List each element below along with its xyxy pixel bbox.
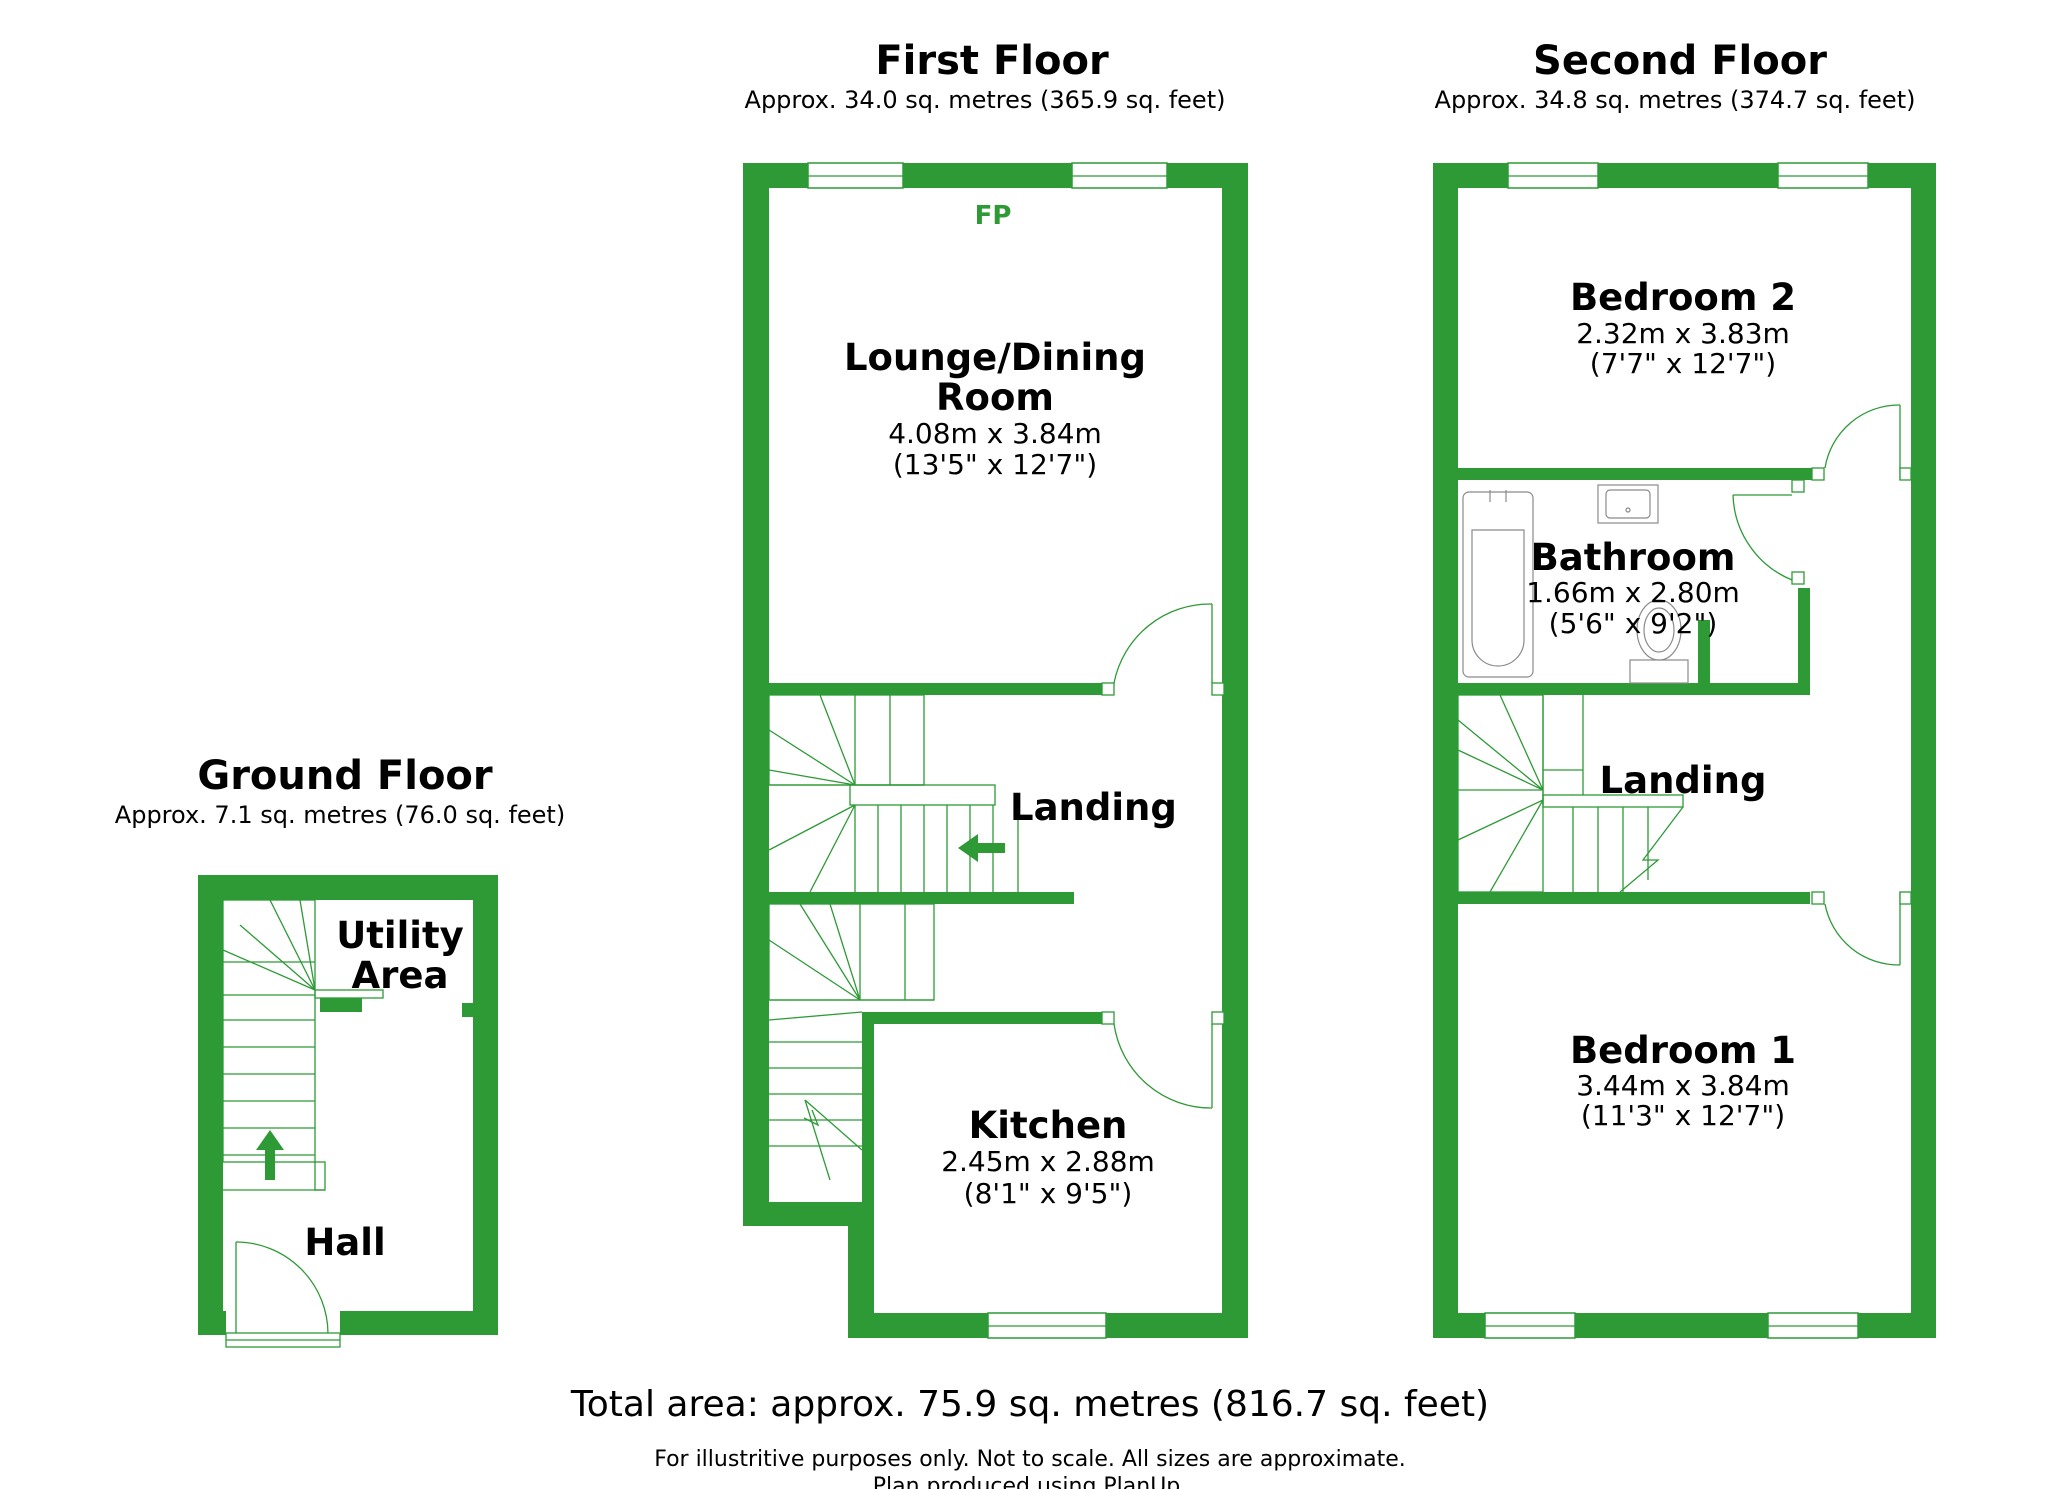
wall — [198, 875, 223, 1335]
disclaimer: For illustritive purposes only. Not to s… — [654, 1447, 1406, 1472]
wall — [462, 1003, 473, 1017]
wall — [862, 1012, 1102, 1024]
lounge-dining-label-line2: Room — [936, 376, 1054, 419]
kitchen-dim-imperial: (8'1" x 9'5") — [964, 1177, 1133, 1210]
kitchen-dim-metric: 2.45m x 2.88m — [941, 1145, 1155, 1178]
wall — [340, 1311, 498, 1335]
wall — [198, 1311, 226, 1335]
fireplace-label: FP — [975, 201, 1012, 231]
hall-label: Hall — [304, 1221, 385, 1264]
wall — [743, 163, 769, 1226]
ground-floor: Ground Floor Approx. 7.1 sq. metres (76.… — [115, 753, 565, 1348]
first-walls — [743, 163, 1248, 1338]
stairs-direction-arrow-icon — [958, 834, 1005, 862]
wall — [769, 892, 1074, 904]
plan-credit: Plan produced using PlanUp. — [873, 1474, 1188, 1489]
bathroom-dim-imperial: (5'6" x 9'2") — [1549, 607, 1718, 640]
first-floor-area: Approx. 34.0 sq. metres (365.9 sq. feet) — [745, 86, 1226, 114]
wall — [198, 875, 498, 900]
wall — [1798, 588, 1810, 695]
second-floor-title: Second Floor — [1533, 38, 1827, 84]
ground-floor-title: Ground Floor — [197, 753, 493, 799]
kitchen-label: Kitchen — [969, 1104, 1128, 1147]
bedroom-1-dim-imperial: (11'3" x 12'7") — [1581, 1099, 1785, 1132]
toilet — [1629, 659, 1689, 684]
bedroom-2-dim-imperial: (7'7" x 12'7") — [1590, 347, 1776, 380]
lounge-dining-label-line1: Lounge/Dining — [844, 336, 1146, 379]
first-floor-title: First Floor — [875, 38, 1109, 84]
first-landing-label: Landing — [1010, 786, 1177, 829]
bathroom-dim-metric: 1.66m x 2.80m — [1526, 576, 1740, 609]
wall — [1458, 468, 1812, 480]
bathroom-fixtures — [1462, 484, 1689, 684]
second-floor-area: Approx. 34.8 sq. metres (374.7 sq. feet) — [1435, 86, 1916, 114]
second-staircase — [1457, 694, 1684, 893]
second-windows — [1484, 162, 1869, 1339]
bedroom-1-label: Bedroom 1 — [1570, 1029, 1796, 1072]
second-landing-label: Landing — [1600, 759, 1767, 802]
lounge-dining-dim-imperial: (13'5" x 12'7") — [893, 448, 1097, 481]
total-area: Total area: approx. 75.9 sq. metres (816… — [570, 1384, 1489, 1425]
ground-staircase — [222, 899, 384, 1191]
wall — [1433, 163, 1458, 1338]
stairs-up-arrow-icon — [256, 1130, 284, 1180]
first-staircase — [768, 694, 1019, 1181]
lounge-dining-dim-metric: 4.08m x 3.84m — [888, 417, 1102, 450]
bathroom-label: Bathroom — [1531, 536, 1736, 579]
wall — [320, 998, 362, 1012]
second-floor: Second Floor Approx. 34.8 sq. metres (37… — [1433, 38, 1936, 1339]
utility-area-label-line1: Utility — [336, 914, 464, 957]
wall — [1458, 892, 1810, 904]
ground-walls — [198, 875, 498, 1335]
utility-area-label-line2: Area — [352, 954, 449, 997]
bedroom-2-label: Bedroom 2 — [1570, 276, 1796, 319]
wall — [769, 683, 1102, 695]
ground-entrance-door — [225, 1241, 341, 1348]
first-windows — [807, 162, 1168, 1339]
wall — [1458, 683, 1810, 695]
ground-floor-area: Approx. 7.1 sq. metres (76.0 sq. feet) — [115, 801, 565, 829]
wall — [1911, 163, 1936, 1338]
wall — [473, 875, 498, 1335]
first-floor: First Floor Approx. 34.0 sq. metres (365… — [743, 38, 1248, 1339]
wall — [862, 1012, 874, 1202]
wall — [743, 1202, 851, 1226]
second-doors — [1732, 404, 1912, 966]
wall — [1222, 163, 1248, 1338]
bedroom-2-dim-metric: 2.32m x 3.83m — [1576, 317, 1790, 350]
wall — [1698, 620, 1710, 695]
footer: Total area: approx. 75.9 sq. metres (816… — [570, 1384, 1489, 1489]
first-doors — [1101, 603, 1225, 1109]
bedroom-1-dim-metric: 3.44m x 3.84m — [1576, 1069, 1790, 1102]
